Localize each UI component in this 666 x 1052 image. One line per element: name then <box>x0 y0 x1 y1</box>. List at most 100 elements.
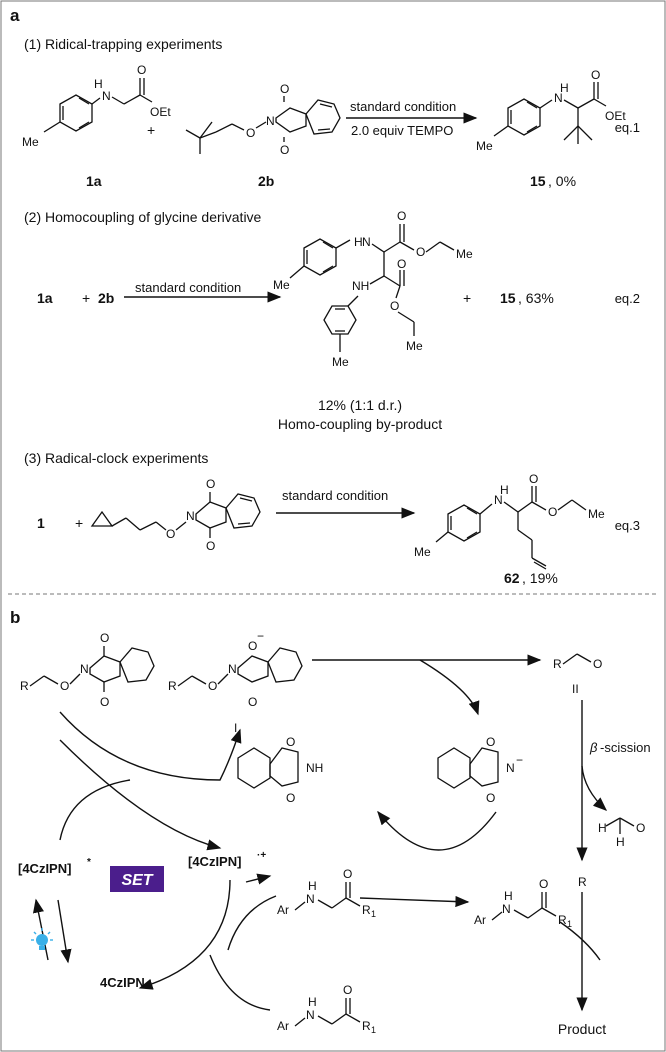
atom-o-top: O <box>280 82 289 96</box>
b-r1c: R <box>558 913 567 927</box>
b-atom-r-II: R <box>553 657 562 671</box>
byproduct-yield: 12% (1:1 d.r.) <box>318 397 402 413</box>
b-r1a: R <box>362 903 371 917</box>
b-atom-o-top: O <box>100 631 109 645</box>
b-pa-n: N <box>506 761 515 775</box>
eq1-condition-2: 2.0 equiv TEMPO <box>351 123 453 138</box>
b-o1: O <box>343 867 352 881</box>
cat-excited-sup: * <box>87 857 91 868</box>
amine-oxidation-arrow <box>245 873 272 885</box>
formaldehyde-arrow <box>581 765 608 811</box>
atom-n: N <box>102 89 111 103</box>
atom-o-62a: O <box>529 472 538 486</box>
alkyl-radical: R <box>578 875 587 889</box>
eq1-condition-1: standard condition <box>350 99 456 114</box>
atom-n-62: N <box>494 493 503 507</box>
eq1-plus: + <box>147 122 155 138</box>
label-II: II <box>572 682 579 696</box>
b-pi-o-top: O <box>286 735 295 749</box>
b-atom-o-II: O <box>593 657 602 671</box>
panel-b-label: b <box>10 608 20 627</box>
eq2-reagent-a: 1a <box>37 290 53 306</box>
eq3-product-num: 62 <box>504 570 520 586</box>
eq1-tag: eq.1 <box>615 120 640 135</box>
phthalimide: O O NH <box>237 735 323 805</box>
eq2-plus-1: + <box>82 290 90 306</box>
coupling-merge <box>559 921 601 961</box>
amine-arrow-down <box>209 954 271 1011</box>
eq3-plus: + <box>75 515 83 531</box>
cat-radcation-sup: ·+ <box>257 850 266 861</box>
atom-h-62: H <box>500 483 509 497</box>
atom-me-d1: Me <box>456 247 473 261</box>
deprotonation-arrow <box>359 895 470 908</box>
b-atom-r-I: R <box>168 679 177 693</box>
b-atom-n-I: N <box>228 662 237 676</box>
atom-me: Me <box>22 135 39 149</box>
b-atom-h1: H <box>598 821 607 835</box>
b-atom-r: R <box>20 679 29 693</box>
b-r1b-sub: 1 <box>371 1025 376 1035</box>
compound-62: Me N H O O Me <box>414 472 605 570</box>
atom-oet-15: OEt <box>605 109 626 123</box>
amine-arrow-up <box>227 895 277 951</box>
atom-n-15: N <box>554 91 563 105</box>
atom-o-clock-top: O <box>206 477 215 491</box>
b-h3: H <box>504 889 513 903</box>
b-ar3: Ar <box>474 913 486 927</box>
b-pi-o-bottom: O <box>286 791 295 805</box>
b-r1b: R <box>362 1019 371 1033</box>
alkoxy-radical-II: R O II <box>553 653 602 696</box>
section1-title: (1) Ridical-trapping experiments <box>24 36 222 52</box>
section2-title: (2) Homocoupling of glycine derivative <box>24 209 262 225</box>
atom-o-d1: O <box>397 209 406 223</box>
atom-n-top: N <box>362 235 371 249</box>
atom-h-15: H <box>560 81 569 95</box>
atom-nh-top: H <box>354 235 363 249</box>
b-atom-h2: H <box>616 835 625 849</box>
byproduct-label: Homo-coupling by-product <box>278 416 442 432</box>
beta-scission-label: -scission <box>600 740 651 755</box>
eq2-product-num: 15 <box>500 290 516 306</box>
cycle-arc-left <box>59 779 131 841</box>
eq2-reagent-b: 2b <box>98 290 114 306</box>
atom-o-62b: O <box>548 505 557 519</box>
atom-oet: OEt <box>150 105 171 119</box>
b-atom-o-bottom: O <box>100 695 109 709</box>
b-atom-o-I: O <box>208 679 217 693</box>
proton-transfer-arrow <box>377 810 497 851</box>
eq1-reagent-a: 1a <box>86 173 102 189</box>
b-pi-nh: NH <box>306 761 323 775</box>
compound-2b: O N O O <box>185 82 341 157</box>
b-pa-o-bottom: O <box>486 791 495 805</box>
atom-h: H <box>94 77 103 91</box>
homocoupling-dimer: Me H N O O Me O O Me NH Me <box>273 209 473 369</box>
set-badge <box>110 866 164 892</box>
compound-15: Me N H O OEt <box>476 68 626 153</box>
nhpi-ester-substrate: R O N O O <box>20 631 155 709</box>
radical-anion-intermediate-I: R O N O − O I <box>168 629 303 735</box>
eq2-plus-2: + <box>463 290 471 306</box>
b-o3: O <box>539 877 548 891</box>
eq1-product-num: 15 <box>530 173 546 189</box>
product-label: Product <box>558 1021 606 1037</box>
beta-symbol: β <box>589 740 598 755</box>
atom-me-62b: Me <box>588 507 605 521</box>
alpha-amino-radical: Ar N H O R 1 <box>474 877 572 929</box>
atom-me-dimer-top: Me <box>273 278 290 292</box>
glycine-amine: Ar N H O R 1 <box>277 983 376 1035</box>
atom-o-clock-bottom: O <box>206 539 215 553</box>
b-h2: H <box>308 995 317 1009</box>
b-r1a-sub: 1 <box>371 909 376 919</box>
atom-o-d2: O <box>416 245 425 259</box>
eq2-tag: eq.2 <box>615 291 640 306</box>
label-I: I <box>234 721 237 735</box>
atom-me-15: Me <box>476 139 493 153</box>
atom-o: O <box>137 63 146 77</box>
eq3-reagent: 1 <box>37 515 45 531</box>
cat-ground: 4CzIPN <box>100 975 145 990</box>
atom-me-dimer-bottom: Me <box>332 355 349 369</box>
b-atom-o: O <box>60 679 69 693</box>
